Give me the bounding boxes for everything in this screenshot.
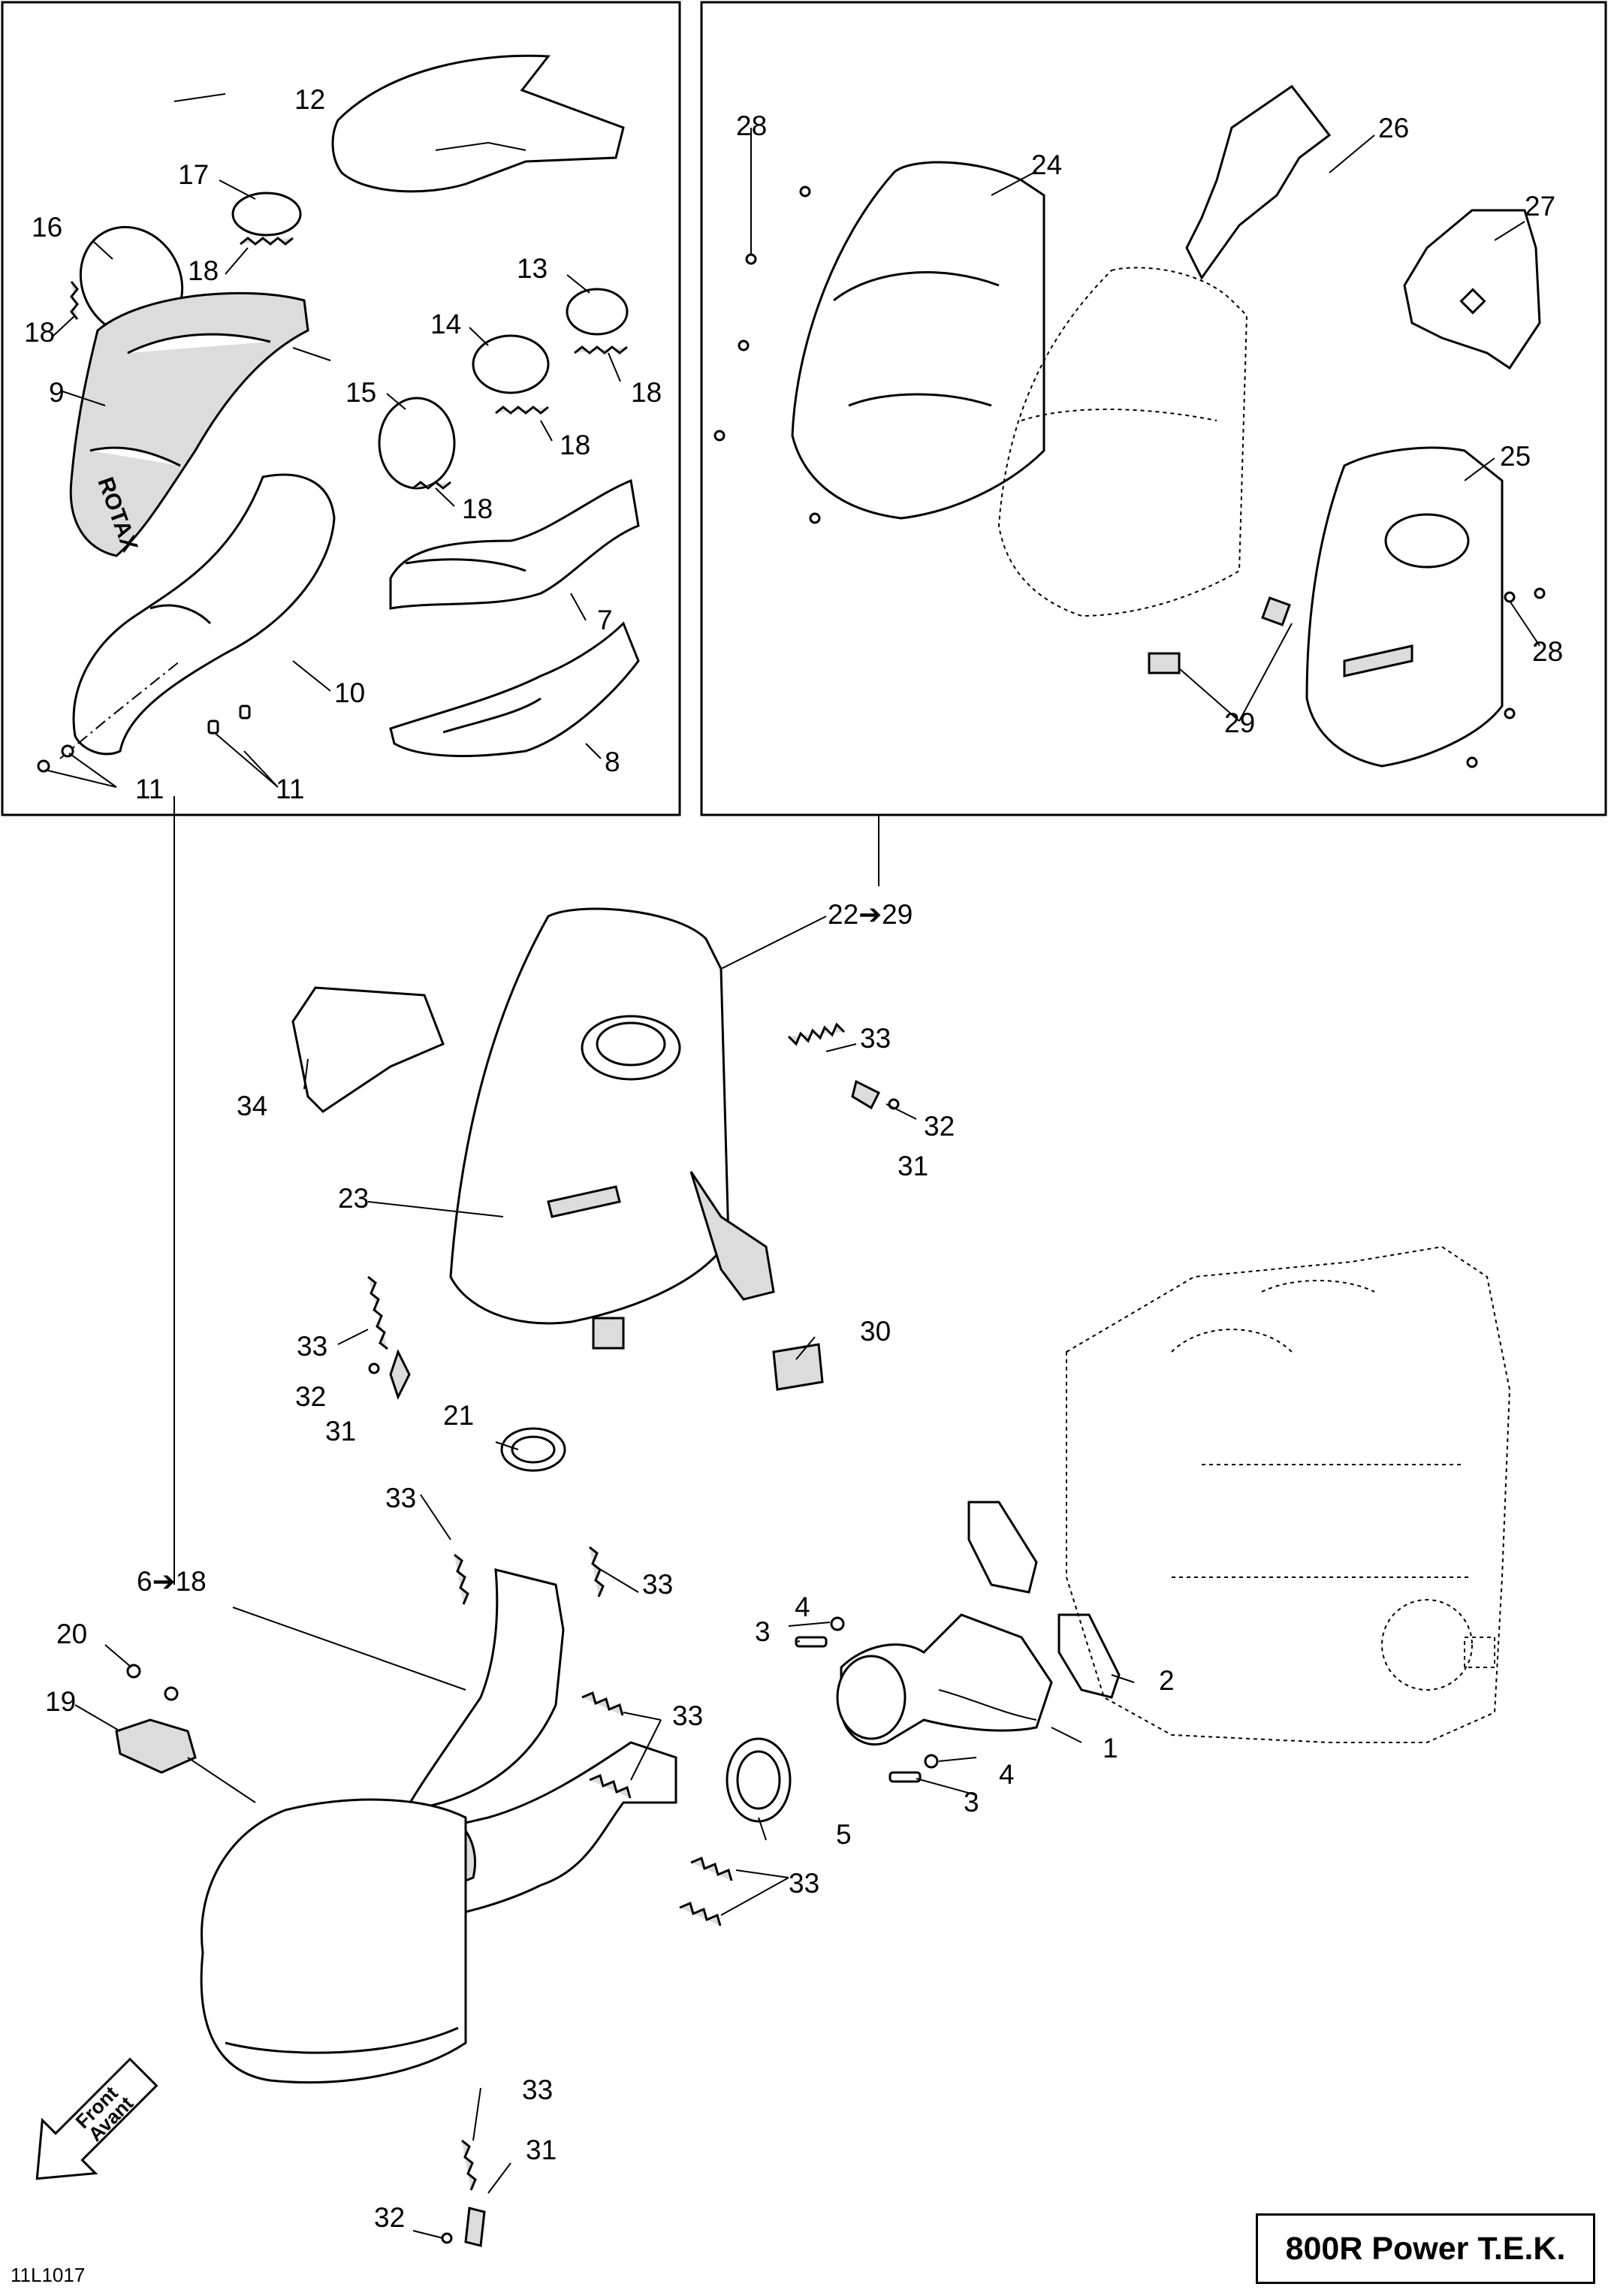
callout-18-e: 18 bbox=[462, 493, 493, 524]
callout-17: 17 bbox=[178, 159, 209, 190]
callout-23: 23 bbox=[338, 1183, 369, 1214]
callout-15: 15 bbox=[345, 377, 376, 408]
callout-33-g: 33 bbox=[522, 2074, 553, 2105]
heat-shield-34 bbox=[291, 986, 445, 1113]
pipe-bracket-19-20 bbox=[115, 1664, 197, 1774]
manifold-gaskets-2 bbox=[967, 1501, 1121, 1699]
pipe-fasteners-11 bbox=[37, 704, 251, 773]
callout-34: 34 bbox=[237, 1091, 267, 1121]
callout-33-a: 33 bbox=[860, 1023, 891, 1054]
spring-hooks-31-32 bbox=[368, 1079, 900, 2247]
drawing-number: 11L1017 bbox=[11, 2264, 86, 2286]
callout-21: 21 bbox=[443, 1400, 474, 1431]
callout-28-a: 28 bbox=[736, 110, 767, 141]
callout-28-b: 28 bbox=[1532, 636, 1563, 667]
heat-shield-26 bbox=[1185, 84, 1332, 280]
callout-19: 19 bbox=[45, 1686, 76, 1717]
callout-9: 9 bbox=[49, 377, 65, 408]
callout-1: 1 bbox=[1103, 1733, 1118, 1763]
callout-33-d: 33 bbox=[642, 1569, 673, 1600]
model-title: 800R Power T.E.K. bbox=[1256, 2213, 1595, 2284]
callout-32-a: 32 bbox=[924, 1111, 955, 1142]
callout-31-b: 31 bbox=[325, 1416, 356, 1447]
leader-lines bbox=[44, 93, 1540, 2239]
callouts: 12 17 16 18 18 9 13 14 18 15 18 18 7 10 … bbox=[24, 84, 1563, 2233]
muffler-front-half-24 bbox=[791, 161, 1045, 520]
muffler-bumpers-29 bbox=[1148, 596, 1291, 674]
callout-11-a: 11 bbox=[135, 774, 164, 804]
callout-22-29: 22➔29 bbox=[828, 899, 913, 930]
spring-ring-15 bbox=[378, 397, 456, 490]
callout-33-b: 33 bbox=[297, 1331, 327, 1362]
callout-18-d: 18 bbox=[560, 430, 590, 460]
tuned-pipe-assembly: ROTAX bbox=[200, 1568, 677, 2084]
pipe-heat-shield-8 bbox=[389, 621, 640, 758]
spring-ring-13 bbox=[566, 288, 629, 355]
callout-3-b: 3 bbox=[964, 1787, 979, 1818]
spring-ring-14 bbox=[472, 334, 550, 415]
manifold-bolts-3-4 bbox=[795, 1616, 939, 1783]
exhaust-seal-ring-5 bbox=[726, 1737, 792, 1823]
callout-33-f: 33 bbox=[789, 1868, 819, 1899]
callout-18-c: 18 bbox=[631, 377, 662, 408]
callout-32-b: 32 bbox=[295, 1381, 326, 1412]
spring-ring-17 bbox=[231, 192, 302, 246]
callout-11-b: 11 bbox=[276, 774, 304, 804]
callout-4-a: 4 bbox=[795, 1592, 810, 1622]
detail-frame-muffler bbox=[700, 1, 1607, 816]
callout-24: 24 bbox=[1031, 149, 1062, 180]
callout-10: 10 bbox=[334, 677, 365, 708]
tuned-pipe-cover-9: ROTAX bbox=[69, 291, 309, 557]
callout-16: 16 bbox=[32, 212, 62, 243]
heat-shield-27 bbox=[1403, 209, 1541, 370]
callout-7: 7 bbox=[597, 605, 613, 635]
callout-31-a: 31 bbox=[898, 1151, 928, 1181]
callout-6-18: 6➔18 bbox=[137, 1566, 207, 1597]
engine-outline bbox=[1066, 1245, 1511, 1743]
tuned-pipe-lower-cover-10 bbox=[59, 473, 336, 759]
callout-33-e: 33 bbox=[672, 1700, 703, 1731]
callout-20: 20 bbox=[56, 1619, 87, 1649]
exhaust-manifold-1 bbox=[836, 1613, 1053, 1746]
exhaust-springs-33 bbox=[367, 1022, 846, 2191]
callout-31-c: 31 bbox=[526, 2135, 557, 2165]
callout-2: 2 bbox=[1159, 1665, 1175, 1696]
muffler-ghost-outline bbox=[997, 267, 1248, 617]
callout-30: 30 bbox=[860, 1316, 891, 1347]
callout-3-a: 3 bbox=[755, 1616, 771, 1647]
callout-26: 26 bbox=[1378, 113, 1409, 143]
muffler-rivets-28 bbox=[713, 186, 1546, 768]
rubber-mount-30 bbox=[772, 1343, 824, 1391]
callout-8: 8 bbox=[605, 747, 620, 777]
front-direction-arrow: Front Avant bbox=[35, 2057, 158, 2180]
callout-32-c: 32 bbox=[374, 2202, 405, 2233]
muffler-seal-ring-21 bbox=[500, 1427, 566, 1472]
callout-5: 5 bbox=[836, 1819, 852, 1850]
heat-shield-12 bbox=[331, 54, 625, 193]
callout-33-c: 33 bbox=[385, 1483, 416, 1513]
callout-14: 14 bbox=[430, 309, 461, 339]
callout-4-b: 4 bbox=[999, 1759, 1015, 1790]
muffler-assembly bbox=[449, 907, 775, 1350]
detail-frame-tuned-pipe bbox=[1, 1, 681, 816]
callout-18-b: 18 bbox=[24, 317, 55, 348]
pipe-heat-shield-7 bbox=[389, 478, 640, 610]
callout-18-a: 18 bbox=[188, 255, 219, 286]
muffler-rear-half-25 bbox=[1305, 446, 1504, 768]
callout-27: 27 bbox=[1525, 191, 1555, 222]
callout-12: 12 bbox=[294, 84, 325, 115]
callout-13: 13 bbox=[517, 253, 548, 284]
callout-29: 29 bbox=[1224, 708, 1255, 738]
callout-25: 25 bbox=[1500, 441, 1531, 472]
